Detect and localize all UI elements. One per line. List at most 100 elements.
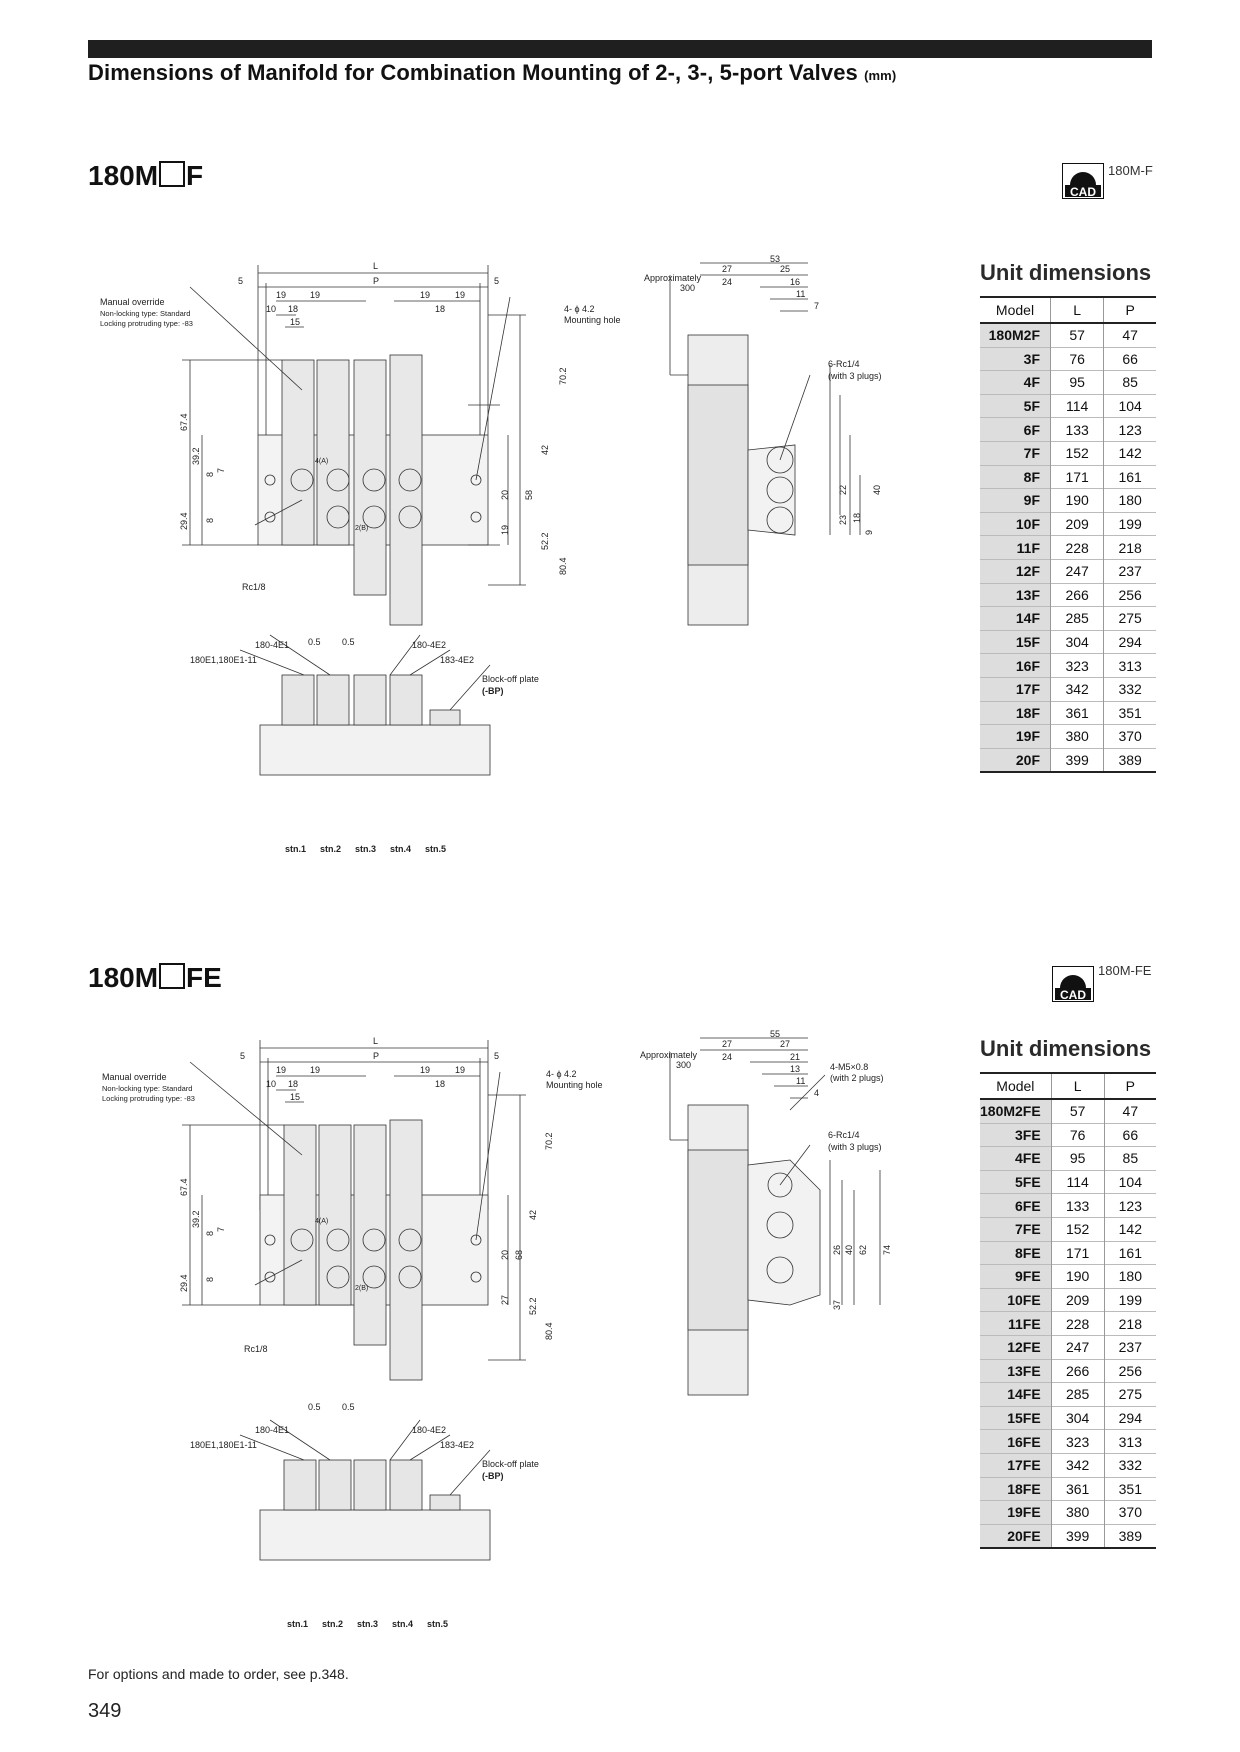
l-cell: 171 — [1050, 1240, 1105, 1265]
dim-label: 19 — [420, 290, 430, 300]
p-cell: 142 — [1103, 440, 1156, 466]
p-cell: 199 — [1103, 1287, 1156, 1312]
dim-label: 62 — [858, 1245, 868, 1255]
dim-label: 29.4 — [179, 512, 189, 530]
dim-label: 5 — [240, 1051, 245, 1061]
p-cell: 275 — [1103, 606, 1156, 631]
l-cell: 361 — [1050, 1476, 1105, 1501]
cad-icon[interactable]: CAD — [1052, 966, 1094, 1002]
model-cell: 18F — [980, 700, 1051, 725]
p-cell: 332 — [1103, 1452, 1156, 1477]
unit-dimensions-title: Unit dimensions — [980, 260, 1152, 285]
model-cell: 14F — [980, 606, 1051, 631]
dim-label: 15 — [290, 1092, 300, 1102]
p-cell: 351 — [1103, 700, 1156, 725]
bp-label: (-BP) — [482, 1471, 504, 1481]
valve-label: 180-4E2 — [412, 1425, 446, 1435]
model-cell: 11FE — [980, 1311, 1052, 1336]
dim-label: 53 — [770, 255, 780, 264]
model-cell: 5FE — [980, 1169, 1052, 1194]
dim-label: 300 — [676, 1060, 691, 1070]
page-number: 349 — [88, 1700, 122, 1722]
dim-label: 10 — [266, 304, 276, 314]
column-header: L — [1049, 297, 1104, 324]
dim-label: 7 — [216, 468, 226, 473]
model-cell: 15FE — [980, 1405, 1052, 1430]
column-header: L — [1050, 1073, 1105, 1100]
dim-label: 80.4 — [558, 557, 568, 575]
dim-label: 67.4 — [179, 413, 189, 431]
l-cell: 247 — [1050, 1334, 1105, 1360]
blockoff-label: Block-off plate — [482, 674, 539, 684]
cad-ref: 180M-FE — [1098, 963, 1152, 978]
model-prefix: 180M — [88, 160, 159, 191]
model-cell: 6F — [980, 417, 1051, 442]
station-label: stn.3 — [355, 844, 376, 854]
non-locking-label: Non-locking type: Standard — [102, 1084, 192, 1093]
model-cell: 15F — [980, 629, 1051, 654]
l-cell: 114 — [1049, 393, 1104, 418]
p-cell: 351 — [1103, 1476, 1156, 1501]
model-cell: 10F — [980, 511, 1051, 536]
model-blank-box — [159, 963, 186, 989]
dim-label: 19 — [276, 1065, 286, 1075]
valve-label: 180E1,180E1-11 — [190, 1440, 257, 1450]
dim-label: 16 — [790, 277, 800, 287]
column-header: P — [1103, 297, 1156, 324]
model-cell: 12FE — [980, 1334, 1052, 1360]
dim-label: 21 — [790, 1052, 800, 1062]
l-cell: 380 — [1049, 724, 1104, 749]
p-cell: 237 — [1103, 1334, 1156, 1360]
cad-icon[interactable]: CAD — [1062, 163, 1104, 199]
dim-label: 24 — [722, 1052, 732, 1062]
dim-label: 40 — [844, 1245, 854, 1255]
approx-label: Approximately — [640, 1050, 698, 1060]
dim-label: 27 — [500, 1295, 510, 1305]
p-cell: 161 — [1103, 1240, 1156, 1265]
dim-label: 74 — [882, 1245, 892, 1255]
l-cell: 323 — [1049, 653, 1104, 678]
valve-label: 183-4E2 — [440, 1440, 474, 1450]
non-locking-label: Non-locking type: Standard — [100, 309, 190, 318]
station-label: stn.2 — [322, 1619, 343, 1629]
port-label: 4(A) — [315, 458, 328, 465]
l-cell: 285 — [1050, 1382, 1105, 1407]
p-cell: 180 — [1103, 488, 1156, 513]
cad-label: CAD — [1060, 988, 1086, 1002]
model-cell: 4F — [980, 370, 1051, 395]
dim-label: 52.2 — [528, 1297, 538, 1315]
p-cell: 389 — [1103, 1523, 1156, 1549]
dim-label: 67.4 — [179, 1178, 189, 1196]
p-cell: 85 — [1103, 1146, 1156, 1171]
port-label: 2(B) — [355, 525, 368, 532]
model-cell: 17F — [980, 676, 1051, 701]
dim-label: 39.2 — [191, 1210, 201, 1228]
l-cell: 133 — [1050, 1193, 1105, 1218]
model-prefix: 180M — [88, 962, 159, 993]
station-label: stn.5 — [425, 844, 446, 854]
l-cell: 247 — [1049, 558, 1104, 584]
rc18-label: Rc1/8 — [242, 582, 266, 592]
l-cell: 228 — [1050, 1311, 1105, 1336]
dim-label: 23 — [838, 515, 848, 525]
p-cell: 332 — [1103, 676, 1156, 701]
model-cell: 3F — [980, 346, 1051, 371]
column-header: Model — [980, 1073, 1052, 1100]
